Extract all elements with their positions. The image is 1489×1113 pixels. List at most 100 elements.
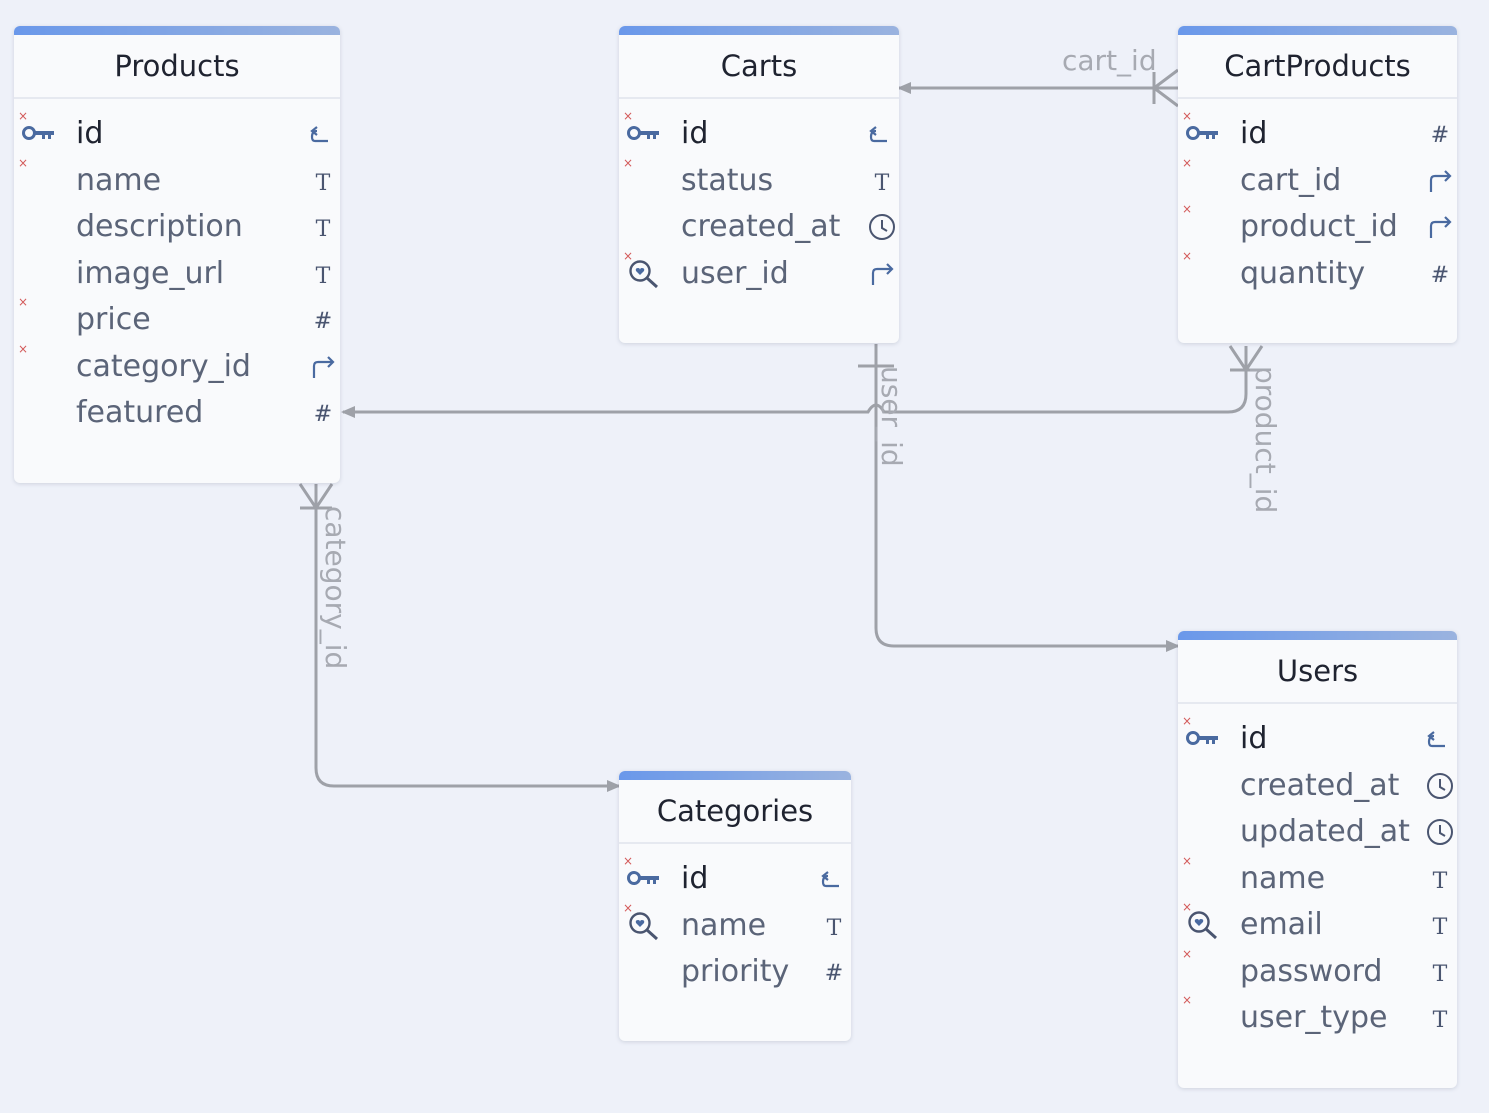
table-title: Users [1178,640,1457,704]
field-name: user_id [681,255,789,291]
field-row[interactable]: ×product_id [1178,202,1457,249]
field-name: featured [76,395,204,430]
field-name: created_at [681,209,841,244]
field-name: priority [681,954,790,989]
svg-text:#: # [1431,263,1449,288]
text-type-icon: T [819,911,849,941]
field-name: description [76,209,243,244]
field-name: category_id [76,348,251,384]
field-name: user_type [1240,1000,1388,1035]
edge-label-product-id: product_id [1249,366,1282,514]
field-row[interactable]: ×id [619,109,899,156]
text-type-icon: T [308,259,338,289]
edge-cartproducts-carts [897,68,1179,108]
svg-text:#: # [1431,123,1449,148]
key-icon [22,124,56,142]
svg-text:T: T [827,916,842,941]
index-search-icon [627,259,661,289]
forward-arrow-icon [1425,166,1455,196]
svg-text:#: # [314,402,332,427]
field-row[interactable]: priority # [619,950,851,994]
text-type-icon: T [867,166,897,196]
field-name: updated_at [1240,814,1410,849]
field-row[interactable]: featured # [14,391,340,435]
svg-text:T: T [316,264,331,289]
field-row[interactable]: ×id [14,109,340,156]
clock-icon [1425,771,1455,801]
text-type-icon: T [1425,910,1455,940]
index-search-icon [1186,910,1220,940]
svg-text:T: T [316,217,331,242]
index-search-icon [627,911,661,941]
field-row[interactable]: created_at [619,205,899,249]
field-row[interactable]: × password T [1178,946,1457,994]
text-type-icon: T [1425,1003,1455,1033]
field-row[interactable]: updated_at [1178,810,1457,854]
svg-text:T: T [1433,1008,1448,1033]
svg-text:T: T [1433,869,1448,894]
not-null-marker: × [623,900,634,915]
svg-text:T: T [1433,915,1448,940]
field-row[interactable]: ×price# [14,296,340,342]
key-icon [627,124,661,142]
forward-arrow-icon [1425,212,1455,242]
table-title: Products [14,35,340,99]
not-null-marker: × [623,248,634,263]
table-cartproducts[interactable]: CartProducts ×id#×cart_id×product_id× qua… [1178,26,1457,343]
number-type-icon: # [308,305,338,335]
number-type-icon: # [1425,119,1455,149]
back-arrow-icon [308,119,338,149]
not-null-marker: × [1182,202,1193,216]
number-type-icon: # [1425,259,1455,289]
not-null-marker: × [623,854,634,868]
svg-text:T: T [1433,962,1448,987]
key-icon [627,869,661,887]
field-row[interactable]: description T [14,205,340,249]
field-row[interactable]: ×cart_id [1178,157,1457,203]
field-row[interactable]: ×id# [1178,110,1457,156]
table-header-bar [1178,26,1457,35]
field-row[interactable]: created_at [1178,764,1457,808]
svg-text:T: T [316,171,331,196]
field-row[interactable]: ×id [619,854,851,901]
table-title: CartProducts [1178,35,1457,99]
text-type-icon: T [308,166,338,196]
number-type-icon: # [308,398,338,428]
table-header-bar [619,771,851,780]
not-null-marker: × [623,109,634,123]
not-null-marker: × [18,109,29,123]
back-arrow-icon [867,119,897,149]
field-row[interactable]: × category_id [14,341,340,389]
not-null-marker: × [1182,946,1193,961]
number-type-icon: # [819,957,849,987]
field-row[interactable]: × user_id [619,248,899,296]
not-null-marker: × [1182,714,1193,728]
key-icon [1186,124,1220,142]
edge-label-user-id: user_id [875,366,908,467]
field-row[interactable]: ×id [1178,714,1457,761]
table-header-bar [1178,631,1457,640]
not-null-marker: × [18,341,29,356]
field-name: quantity [1240,255,1366,291]
field-name: cart_id [1240,162,1342,198]
text-type-icon: T [308,212,338,242]
field-name: password [1240,953,1383,989]
field-row[interactable]: ×quantity# [1178,250,1457,296]
forward-arrow-icon [308,352,338,382]
table-header-bar [619,26,899,35]
edge-products-categories [298,483,621,792]
back-arrow-icon [819,864,849,894]
edge-carts-users [858,344,1180,652]
clock-icon [1425,817,1455,847]
